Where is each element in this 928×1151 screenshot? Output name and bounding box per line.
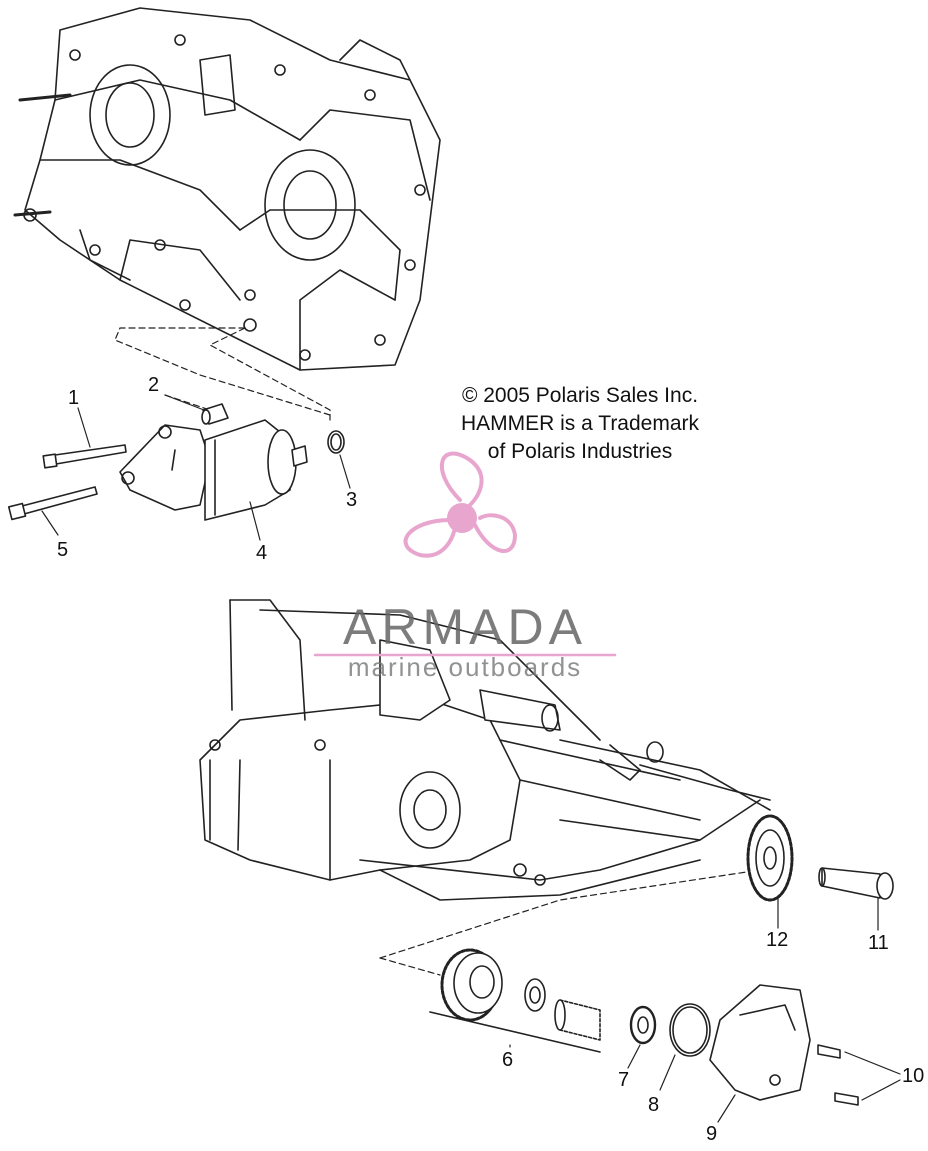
propeller-logo-icon: [313, 451, 617, 657]
callout-6: 6: [502, 1049, 514, 1071]
callout-12: 12: [766, 929, 789, 951]
part-2-sleeve: [201, 403, 229, 425]
alignment-lines-upper: [114, 327, 331, 421]
part-12-gear: [746, 814, 794, 902]
callout-10: 10: [902, 1065, 925, 1087]
copyright-line-3: of Polaris Industries: [487, 440, 673, 463]
callout-1: 1: [68, 387, 80, 409]
callout-7: 7: [618, 1069, 630, 1091]
copyright-notice: © 2005 Polaris Sales Inc. HAMMER is a Tr…: [420, 382, 740, 466]
copyright-line-1: © 2005 Polaris Sales Inc.: [461, 384, 699, 407]
watermark-brand: ARMADA marine outboards: [300, 598, 630, 683]
part-6-gear-set: [429, 948, 601, 1053]
part-5-bolt: [7, 486, 98, 521]
callout-8: 8: [648, 1094, 660, 1116]
part-3-oring: [327, 430, 345, 454]
crankcase-illustration: [13, 7, 441, 371]
part-4-starter-motor: [119, 419, 308, 521]
part-9-cover: [709, 984, 811, 1101]
part-1-bolt: [42, 444, 127, 469]
callout-11: 11: [868, 932, 889, 954]
watermark-tagline: marine outboards: [347, 652, 583, 682]
part-11-shaft: [818, 867, 894, 900]
part-8-gasket: [669, 1003, 711, 1057]
alignment-lines-lower: [379, 869, 761, 976]
callout-5: 5: [57, 539, 69, 561]
part-10-screws: [817, 1044, 859, 1106]
part-7-bearing: [629, 1005, 657, 1045]
copyright-line-2: HAMMER is a Trademark: [460, 412, 700, 435]
callout-9: 9: [706, 1123, 718, 1145]
callout-4: 4: [256, 542, 268, 564]
callout-3: 3: [346, 489, 358, 511]
callout-2: 2: [148, 374, 160, 396]
engine-assembly-illustration: [199, 599, 771, 901]
leader-lines: [41, 394, 901, 1123]
watermark-brand-name: ARMADA: [343, 599, 587, 655]
